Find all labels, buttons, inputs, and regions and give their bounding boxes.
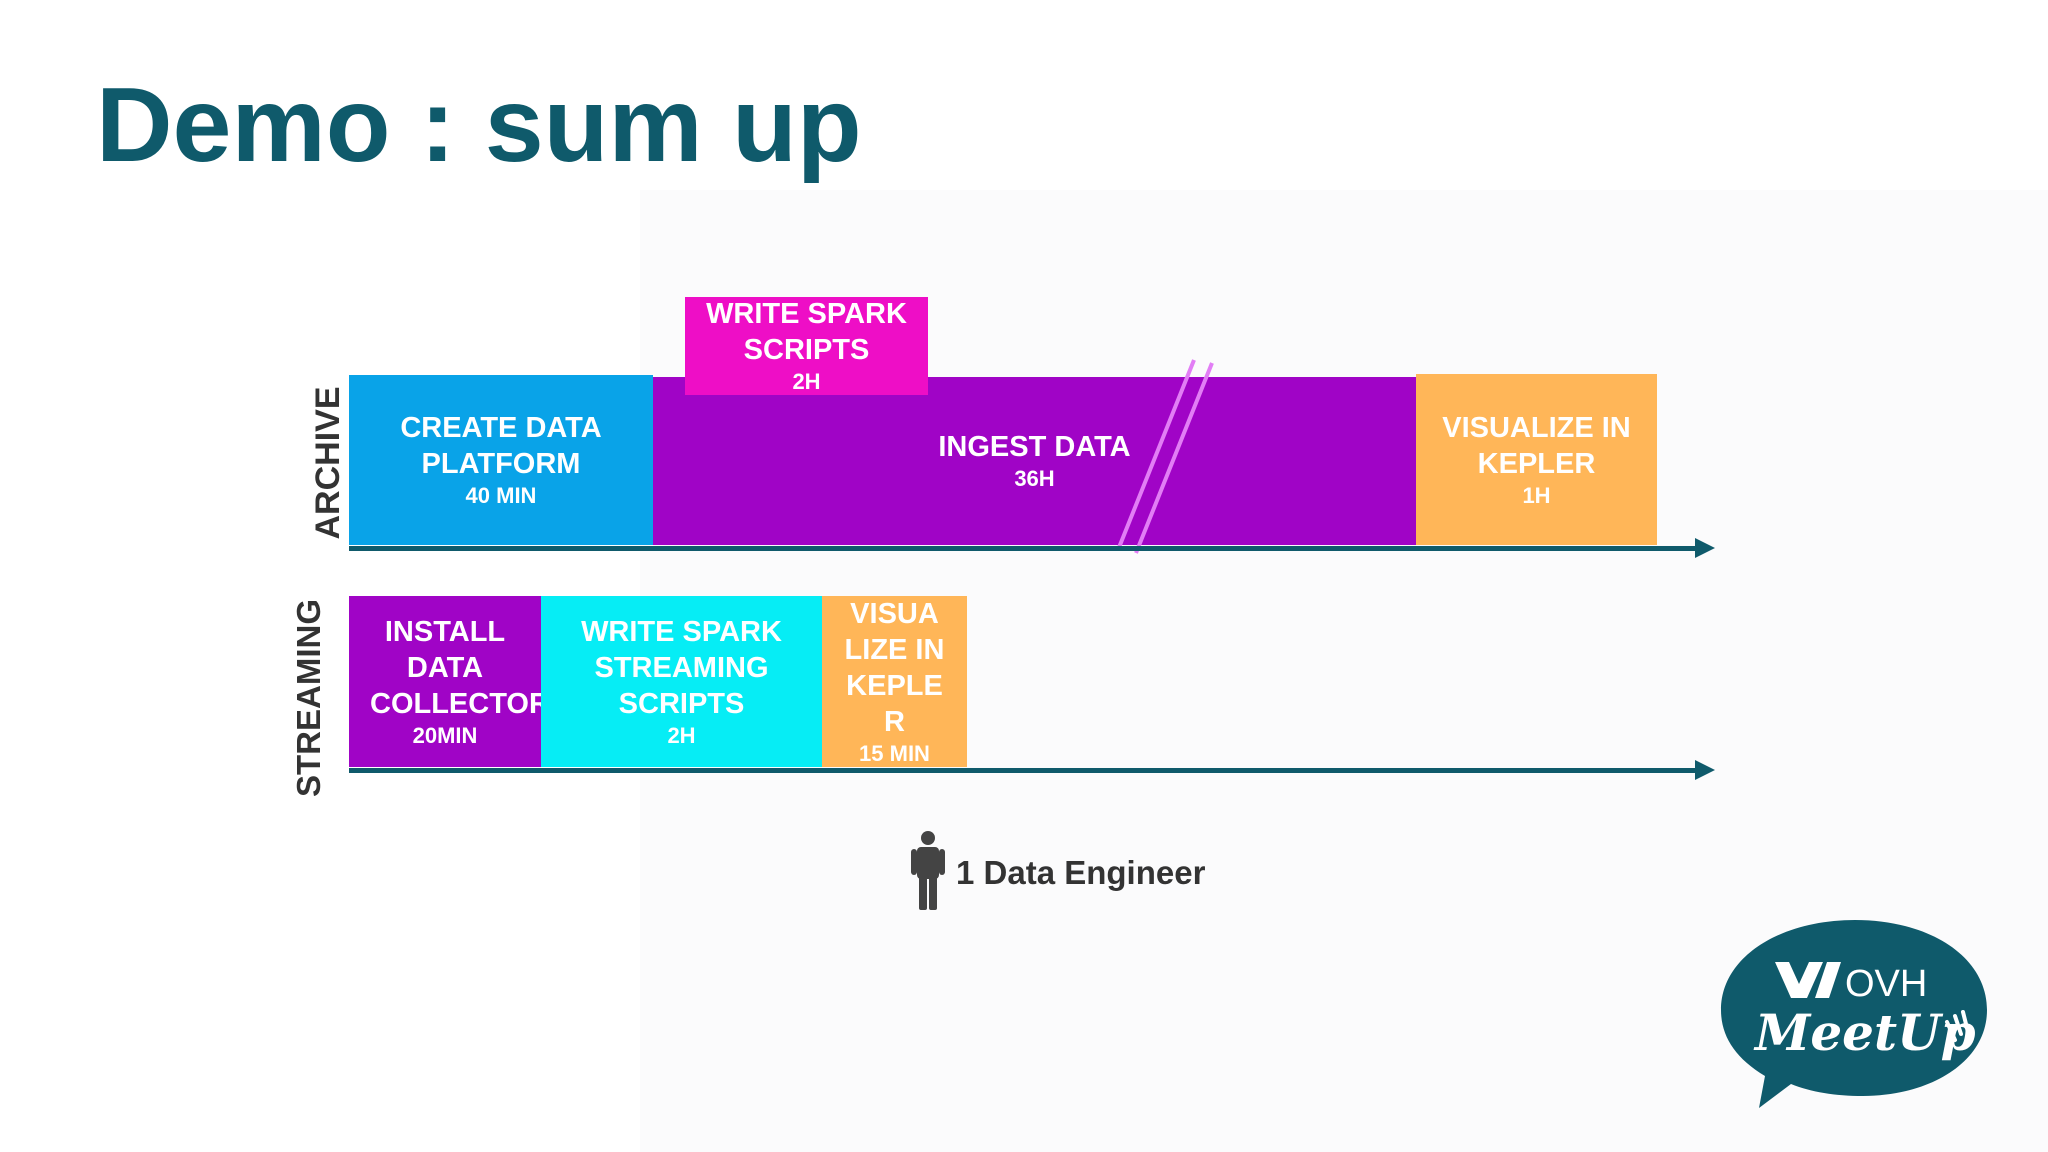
task-label: VISUALIZE IN KEPLER (844, 597, 945, 738)
task-write-spark-scripts: WRITE SPARK SCRIPTS 2H (685, 297, 928, 395)
task-create-data-platform: CREATE DATA PLATFORM 40 MIN (349, 375, 653, 545)
task-ingest-data: INGEST DATA 36H (653, 377, 1416, 545)
task-duration: 20MIN (412, 722, 478, 748)
time-break-mark (1116, 359, 1214, 554)
page-title: Demo : sum up (96, 66, 862, 184)
svg-text:OVH: OVH (1845, 963, 1927, 1005)
task-duration: 36H (1014, 466, 1055, 491)
task-duration: 1H (1522, 482, 1551, 508)
archive-timeline-axis (349, 538, 1715, 558)
streaming-timeline-axis (349, 760, 1715, 780)
task-label: WRITE SPARK STREAMING SCRIPTS (581, 615, 782, 720)
task-install-data-collector: INSTALL DATA COLLECTOR 20MIN (349, 596, 550, 767)
task-label: INSTALL DATA COLLECTOR (370, 615, 550, 720)
task-duration: 2H (792, 369, 821, 394)
task-write-spark-streaming-scripts: WRITE SPARK STREAMING SCRIPTS 2H (541, 596, 822, 767)
task-visualize-in-kepler-streaming: VISUALIZE IN KEPLER 15 MIN (822, 596, 967, 767)
arrow-head-icon (1695, 760, 1715, 780)
team-size-label: 1 Data Engineer (956, 854, 1206, 891)
task-label: CREATE DATA PLATFORM (400, 412, 602, 480)
task-visualize-in-kepler: VISUALIZE IN KEPLER 1H (1416, 374, 1657, 545)
task-duration: 15 MIN (859, 740, 930, 766)
ovh-meetup-logo: OVH MeetUp (1721, 920, 1987, 1108)
arrow-head-icon (1695, 538, 1715, 558)
svg-text:MeetUp: MeetUp (1753, 1003, 1976, 1062)
task-label: WRITE SPARK SCRIPTS (706, 298, 907, 366)
task-label: INGEST DATA (938, 431, 1131, 463)
person-icon (911, 831, 945, 910)
task-duration: 40 MIN (465, 483, 537, 508)
task-duration: 2H (667, 722, 696, 748)
row-label-archive: ARCHIVE (309, 386, 347, 540)
task-label: VISUALIZE IN KEPLER (1442, 411, 1631, 480)
